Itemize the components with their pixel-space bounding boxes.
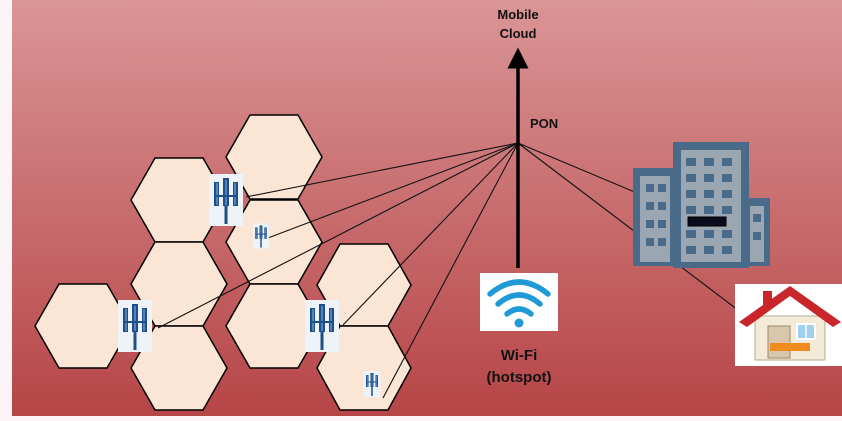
mobile-cloud-label-line1: Mobile (497, 7, 538, 22)
cell-tower-icon (304, 299, 340, 353)
link-line (245, 142, 519, 198)
hex-cell (225, 283, 323, 369)
hex-cell (34, 283, 132, 369)
cell-tower-icon (363, 370, 381, 398)
wifi-label-line1: Wi-Fi (501, 347, 538, 364)
hex-cell (130, 325, 228, 411)
cell-tower-icon (117, 299, 153, 353)
hex-cell (225, 114, 323, 200)
link-line (342, 142, 519, 326)
wifi-label-line2: (hotspot) (487, 369, 552, 386)
wifi-icon (480, 273, 558, 331)
link-line (267, 142, 519, 239)
link-line (157, 142, 519, 329)
house-icon (735, 284, 842, 366)
office-building-icon (633, 142, 770, 268)
pon-label: PON (530, 116, 558, 131)
link-line (382, 142, 519, 399)
cell-tower-icon (208, 173, 244, 227)
cell-tower-icon (252, 223, 270, 249)
mobile-cloud-label-line2: Cloud (500, 26, 537, 41)
